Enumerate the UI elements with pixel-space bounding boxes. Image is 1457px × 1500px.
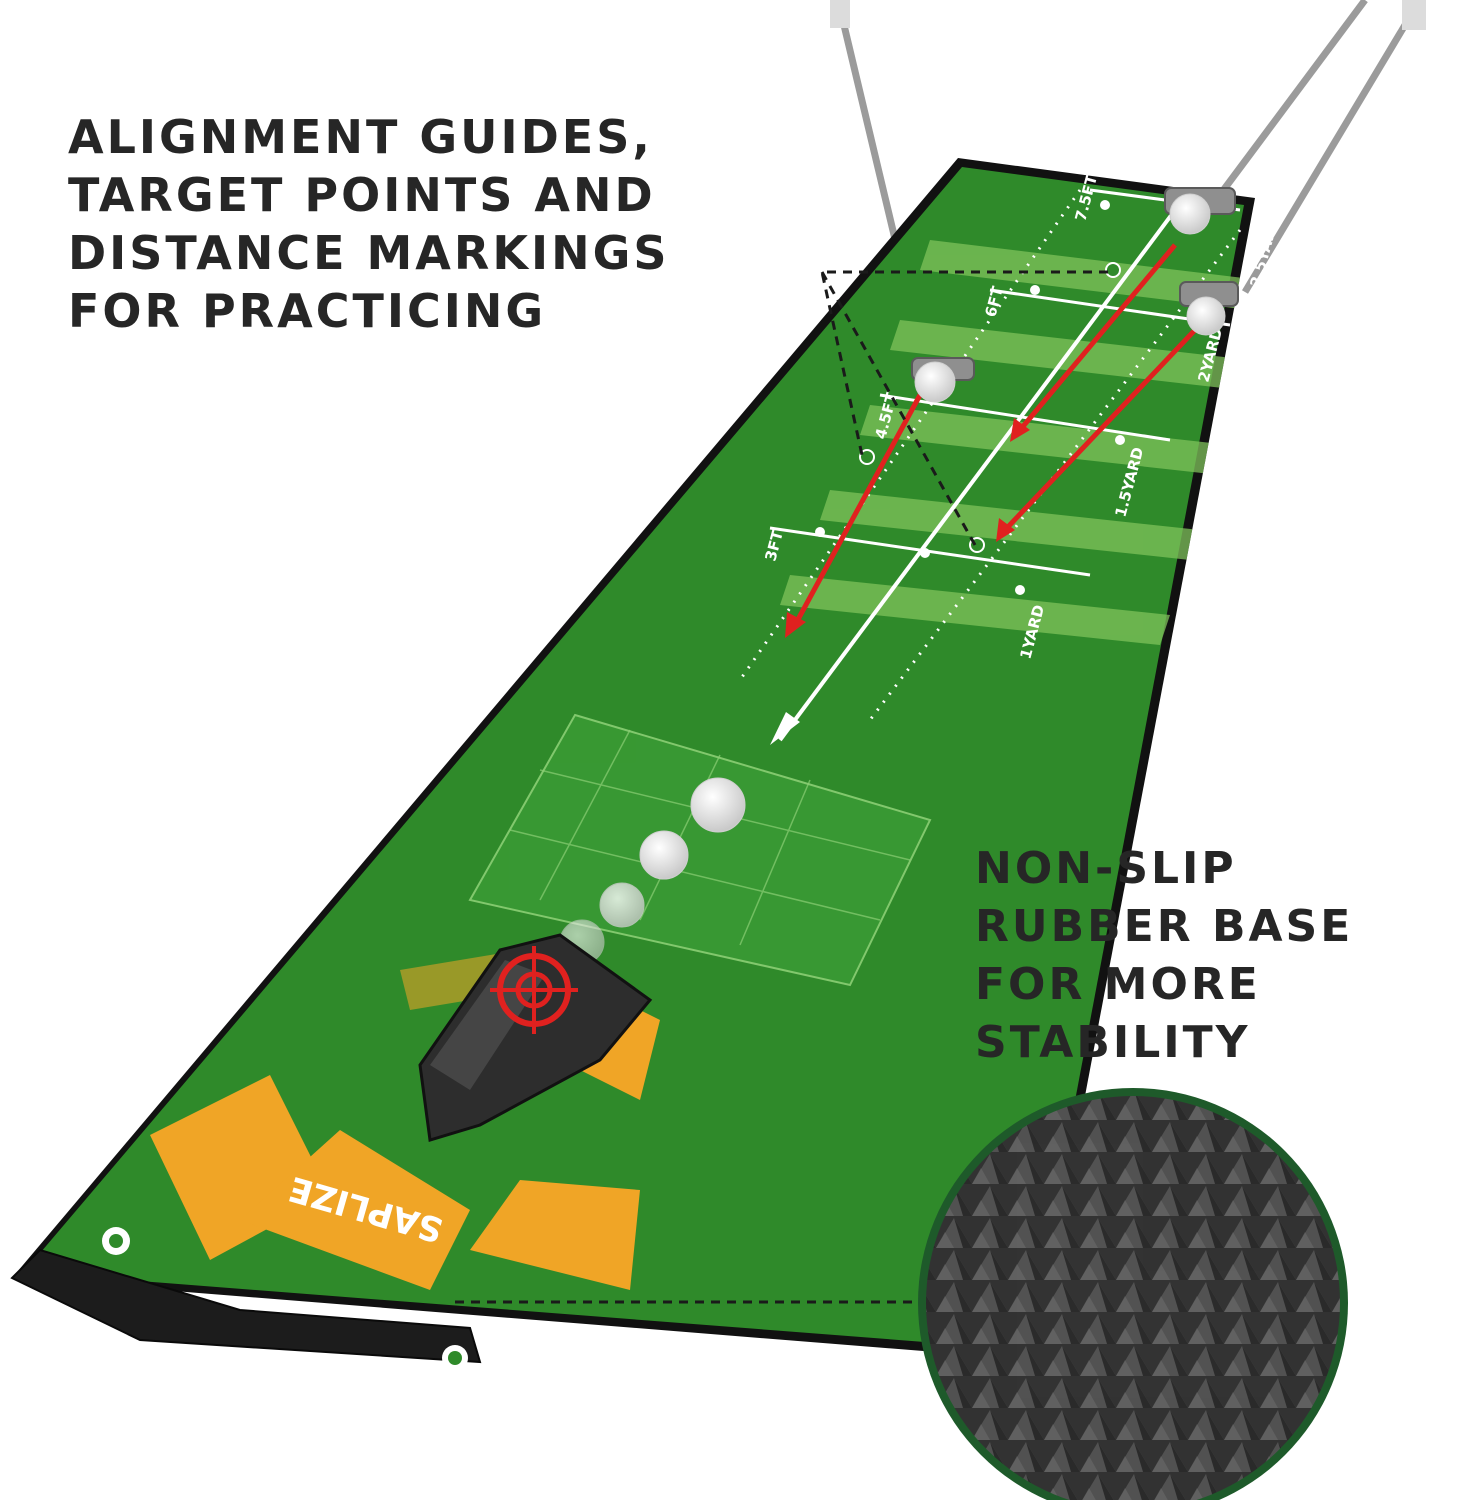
alignment-callout-line: DISTANCE MARKINGS: [68, 226, 670, 280]
alignment-callout-line: ALIGNMENT GUIDES,: [68, 110, 653, 164]
putting-mat: 3FT 4.5FT 6FT 7.5FT 1YARD 1.5YARD 2YARD …: [10, 158, 1282, 1371]
rubber-base-callout-line: NON-SLIP: [975, 843, 1237, 894]
label-2-5yard: 2.5YARD: [1246, 215, 1282, 289]
guide-arrow-head: [770, 712, 800, 745]
target-dot: [859, 449, 875, 465]
rubber-base-callout-line: STABILITY: [975, 1017, 1251, 1068]
ball-return-device: [418, 933, 653, 1142]
rubber-base-callout-line: RUBBER BASE: [975, 901, 1354, 952]
rubber-base-callout-line: FOR MORE: [975, 959, 1261, 1010]
alignment-callout: ALIGNMENT GUIDES, TARGET POINTS AND DIST…: [68, 108, 669, 340]
alignment-callout-line: TARGET POINTS AND: [68, 168, 656, 222]
target-dot: [1105, 262, 1121, 278]
alignment-callout-line: FOR PRACTICING: [68, 284, 547, 338]
callout-connectors: [455, 270, 1108, 1304]
rubber-base-callout: NON-SLIP RUBBER BASE FOR MORE STABILITY: [975, 840, 1353, 1072]
folded-corner: [10, 1248, 482, 1364]
golf-balls: [559, 193, 1226, 965]
rubber-base-closeup: [918, 1088, 1348, 1500]
shot-arrows: [785, 243, 1197, 638]
texture-zone: [468, 713, 932, 987]
center-guide-line: [778, 188, 1192, 742]
